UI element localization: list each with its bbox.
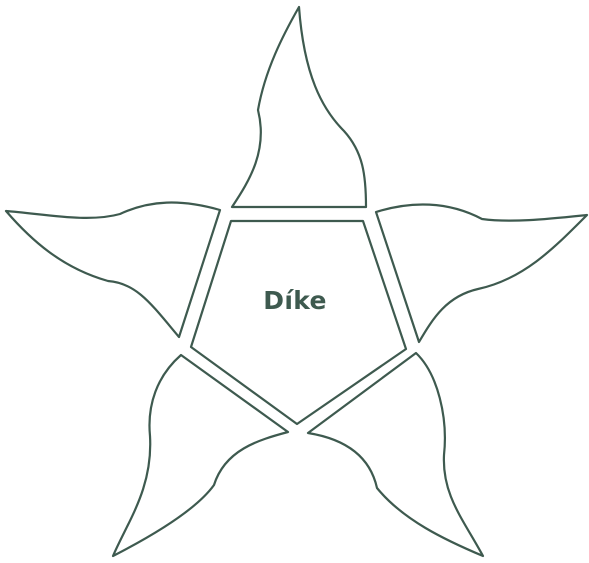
center-label: Díke <box>220 288 370 313</box>
petal-right <box>376 204 587 342</box>
petal-left <box>6 203 220 337</box>
petal-top <box>232 7 366 207</box>
